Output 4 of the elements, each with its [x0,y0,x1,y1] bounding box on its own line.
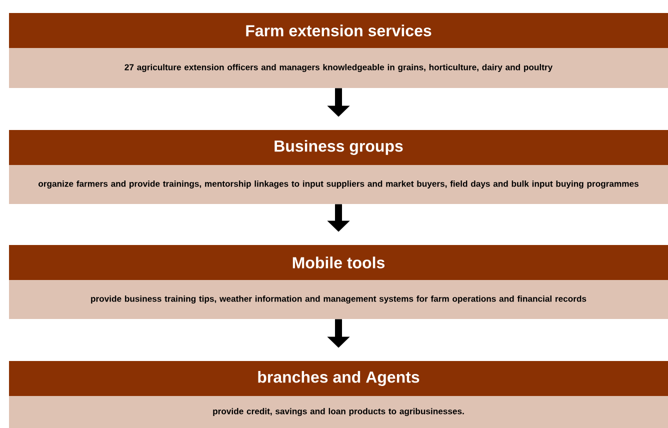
process-box: Farm extension services 27 agriculture extension officers and managers knowledgeable in grains, horticulture, dairy and poultry [9,13,668,88]
process-box: branches and Agents provide credit, savings and loan products to agribusinesses. [9,361,668,428]
process-box: Mobile tools provide business training tips, weather information and management systems for farm operations and financial records [9,245,668,319]
process-box: Business groups organize farmers and provide trainings, mentorship linkages to input suppliers and market buyers, field days and bulk input buying programmes [9,130,668,204]
